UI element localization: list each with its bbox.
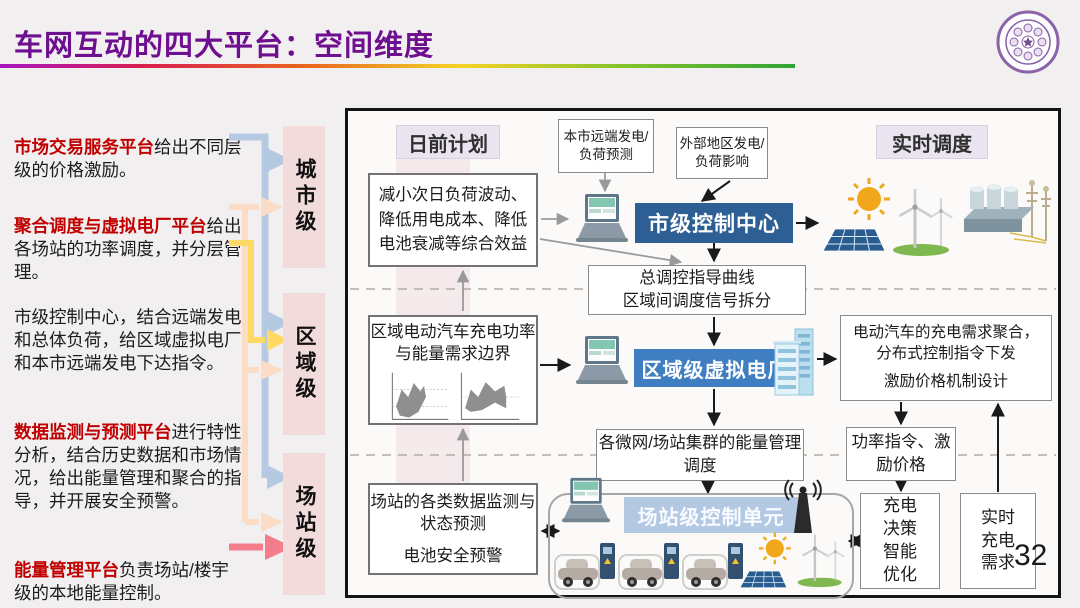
note-text: 市级控制中心，结合远端发电和总体负荷，给区域虚拟电厂和本市远端发电下达指令。 bbox=[14, 306, 242, 373]
antenna-icon bbox=[784, 477, 822, 535]
laptop-icon bbox=[572, 335, 632, 387]
note-text: 给出不同层级的价格激励。 bbox=[14, 136, 242, 180]
demand-line2: 激励价格机制设计 bbox=[883, 372, 1008, 390]
box-charging-optimization: 充电决策智能优化 bbox=[860, 493, 940, 589]
architecture-diagram: 日前计划 实时调度 本市远端发电/负荷预测 外部地区发电/负荷影响 减小次日负荷… bbox=[345, 108, 1061, 599]
ev-charger-icon bbox=[554, 539, 618, 593]
box-city-control-center: 市级控制中心 bbox=[635, 203, 793, 243]
note-lead: 能量管理平台 bbox=[14, 559, 119, 580]
laptop-icon bbox=[558, 477, 614, 525]
monitor-line1: 场站的各类数据监测与状态预测 bbox=[370, 493, 536, 534]
note-text: 负责场站/楼宇级的本地能量控制。 bbox=[14, 559, 229, 603]
note-text: 进行特性分析，结合历史数据和市场情况，给出能量管理和聚合的指导，并开展安全预警。 bbox=[14, 421, 242, 511]
note-market-platform: 市场交易服务平台给出不同层级的价格激励。 bbox=[14, 136, 242, 182]
note-text: 给出各场站的功率调度，并分层管理。 bbox=[14, 215, 242, 282]
solar-panel-icon bbox=[822, 228, 886, 252]
charge-opt-text: 充电决策智能优化 bbox=[882, 496, 917, 584]
level-city: 城市级 bbox=[283, 126, 325, 268]
note-city-control: 市级控制中心，结合远端发电和总体负荷，给区域虚拟电厂和本市远端发电下达指令。 bbox=[14, 306, 242, 375]
tsinghua-logo bbox=[992, 6, 1064, 78]
level-arrows bbox=[229, 133, 293, 560]
box-external-influence: 外部地区发电/负荷影响 bbox=[676, 127, 768, 179]
level-region: 区域级 bbox=[283, 293, 325, 435]
wind-turbine-icon bbox=[891, 181, 957, 257]
box-station-control-unit: 场站级控制单元 bbox=[624, 497, 798, 533]
ev-boundary-text: 区域电动汽车充电功率与能量需求边界 bbox=[370, 323, 536, 364]
note-lead: 市场交易服务平台 bbox=[14, 136, 154, 157]
level-station: 场站级 bbox=[283, 453, 325, 595]
stage-day-ahead: 日前计划 bbox=[396, 125, 500, 159]
laptop-icon bbox=[572, 193, 632, 245]
dispatch-line1: 总调控指导曲线 bbox=[639, 268, 755, 287]
page-number: 32 bbox=[1014, 539, 1048, 572]
box-microgrid-management: 各微网/场站集群的能量管理调度 bbox=[596, 429, 804, 481]
note-lead: 数据监测与预测平台 bbox=[14, 421, 172, 442]
dispatch-line2: 区域间调度信号拆分 bbox=[622, 292, 772, 310]
box-regional-vpp: 区域级虚拟电厂 bbox=[634, 349, 796, 387]
solar-panel-icon bbox=[739, 570, 788, 589]
realtime-demand-text: 实时充电需求 bbox=[980, 507, 1015, 573]
sun-icon bbox=[739, 531, 802, 593]
box-demand-aggregation: 电动汽车的充电需求聚合，分布式控制指令下发 激励价格机制设计 bbox=[840, 315, 1052, 401]
note-energy-platform: 能量管理平台负责场站/楼宇级的本地能量控制。 bbox=[14, 559, 242, 605]
box-realtime-demand: 实时充电需求 bbox=[960, 493, 1036, 589]
sun-icon bbox=[822, 177, 905, 257]
box-power-command: 功率指令、激励价格 bbox=[846, 427, 956, 481]
wind-turbine-icon bbox=[796, 525, 848, 591]
boundary-chart-icon bbox=[378, 369, 528, 425]
power-plant-icon bbox=[958, 175, 1054, 257]
box-ev-boundary: 区域电动汽车充电功率与能量需求边界 bbox=[368, 315, 538, 425]
stage-realtime: 实时调度 bbox=[876, 125, 988, 159]
box-local-forecast: 本市远端发电/负荷预测 bbox=[558, 119, 654, 173]
monitor-line2: 电池安全预警 bbox=[403, 546, 503, 565]
note-monitoring-platform: 数据监测与预测平台进行特性分析，结合历史数据和市场情况，给出能量管理和聚合的指导… bbox=[14, 421, 242, 513]
building-icon bbox=[771, 325, 817, 399]
title-underline bbox=[0, 64, 795, 68]
box-dispatch-curve: 总调控指导曲线 区域间调度信号拆分 bbox=[588, 265, 806, 315]
box-station-monitoring: 场站的各类数据监测与状态预测 电池安全预警 bbox=[368, 483, 538, 575]
ev-charger-icon bbox=[618, 539, 682, 593]
box-benefits: 减小次日负荷波动、降低用电成本、降低电池衰减等综合效益 bbox=[368, 173, 538, 267]
note-aggregation-platform: 聚合调度与虚拟电厂平台给出各场站的功率调度，并分层管理。 bbox=[14, 215, 242, 284]
demand-line1: 电动汽车的充电需求聚合，分布式控制指令下发 bbox=[852, 324, 1039, 363]
note-lead: 聚合调度与虚拟电厂平台 bbox=[14, 215, 207, 236]
page-title: 车网互动的四大平台：空间维度 bbox=[14, 30, 435, 62]
ev-charger-icon bbox=[682, 539, 746, 593]
